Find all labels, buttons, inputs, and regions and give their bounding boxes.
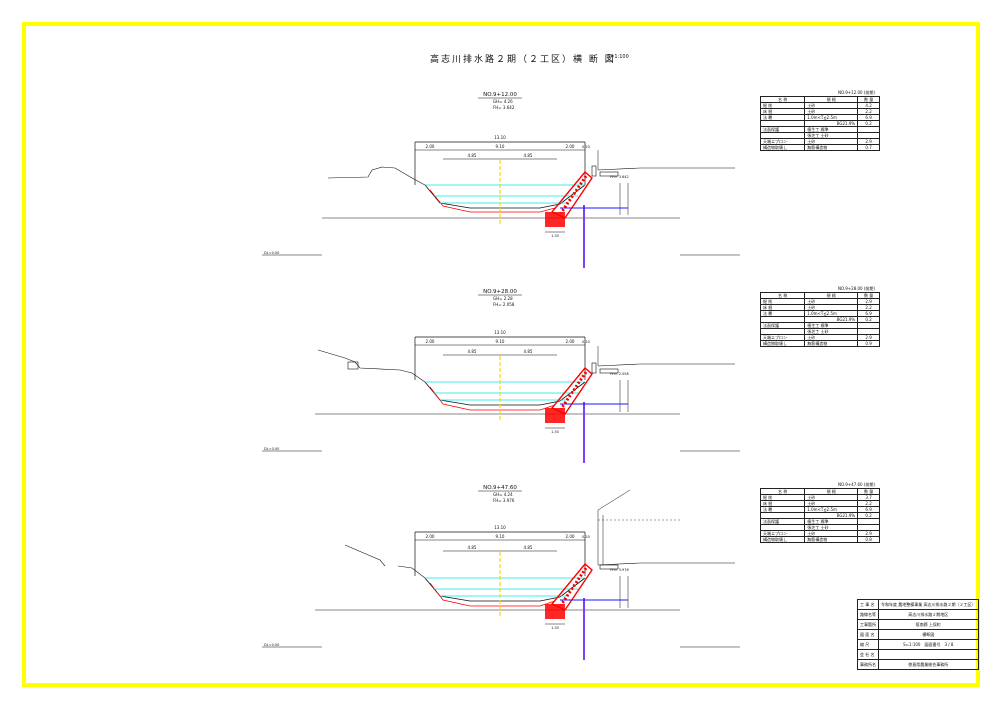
cross-section-2: NO.9+28.00 GH= 2.28 FH= 2.058 13.10 2.00… (262, 289, 740, 463)
sheet-title: 高志川排水路２期（２工区）横 断 図 (430, 55, 616, 65)
table-cell: 構造物取壊し (759, 340, 806, 347)
dim-bottom: 1.30 (551, 430, 559, 434)
dim-left: 2.00 (426, 534, 435, 539)
title-block-key: 会 社 名 (857, 649, 879, 660)
title-block-key: 路線名等 (857, 609, 879, 620)
title-block-row: 工 事 名令和年度 農地整備事業 高志川排水路２期（２工区） (857, 599, 979, 610)
title-block-value (878, 649, 979, 660)
sheet-scale: S=1:100 (607, 54, 629, 60)
level-tag: FH= 3.976 (610, 568, 629, 572)
dim-half-left: 4.85 (468, 545, 477, 550)
table-cell: 0.8 (857, 536, 880, 543)
cross-section-3: NO.9+47.60 GH= 4.24 FH= 3.976 13.10 2.00… (262, 485, 740, 660)
table-cell: 無筋構造物 (804, 144, 859, 151)
table-cell: 無筋構造物 (804, 340, 859, 347)
title-block-value: S=1:100 図面番号 3 / 8 (878, 639, 979, 650)
title-block-value: 横断図 (878, 629, 979, 640)
dim-right-sub: 0.20 (582, 535, 590, 539)
formation-height: FH= 3.642 (493, 105, 515, 110)
dim-bottom: 1.30 (551, 234, 559, 238)
level-tag: FH= 2.058 (610, 372, 629, 376)
title-block-value: 徳島県農業総合事務所 (878, 659, 979, 670)
title-block-key: 事務所名 (857, 659, 879, 670)
dim-right: 2.00 (566, 144, 575, 149)
ground-height: GH= 4.26 (493, 99, 513, 104)
table-row: 名 称規 格数 量 (759, 96, 880, 103)
dim-total: 13.10 (494, 330, 506, 335)
dim-right: 2.00 (566, 534, 575, 539)
dim-mid: 9.10 (496, 339, 505, 344)
dim-half-right: 4.85 (524, 349, 533, 354)
quantity-table-caption: NO.9+12.00 (前期) (838, 90, 875, 95)
level-tag: FH= 3.642 (610, 175, 629, 179)
quantity-table-caption: NO.9+47.60 (前期) (838, 482, 875, 487)
table-cell: 0.9 (857, 340, 880, 347)
dim-left: 2.00 (426, 339, 435, 344)
dim-total: 13.10 (494, 525, 506, 530)
table-cell: 0.7 (857, 144, 880, 151)
title-block-value: 令和年度 農地整備事業 高志川排水路２期（２工区） (878, 599, 979, 610)
table-cell: 構造物取壊し (759, 144, 806, 151)
title-block-value: 高志川排水路２期地区 (878, 609, 979, 620)
ground-height: GH= 4.24 (493, 492, 513, 497)
dim-left: 2.00 (426, 144, 435, 149)
title-block-row: 路線名等高志川排水路２期地区 (857, 609, 979, 620)
quantity-table-caption: NO.9+28.00 (前期) (838, 286, 875, 291)
title-block-key: 工事箇所 (857, 619, 879, 630)
title-block-key: 縮 尺 (857, 639, 879, 650)
title-block-key: 工 事 名 (857, 599, 879, 610)
station-label: NO.9+47.60 (483, 485, 517, 491)
sheet-border (22, 22, 980, 687)
dim-half-left: 4.85 (468, 349, 477, 354)
datum-label: DL=0.00 (264, 251, 279, 255)
dim-right-sub: 0.20 (582, 340, 590, 344)
title-block: 工 事 名令和年度 農地整備事業 高志川排水路２期（２工区）路線名等高志川排水路… (857, 599, 979, 670)
cross-section-1: NO.9+12.00 GH= 4.26 FH= 3.642 13.10 2.00… (262, 92, 740, 268)
title-block-value: 阪南郡 上俣町 (878, 619, 979, 630)
table-cell: 構造物取壊し (759, 536, 806, 543)
station-label: NO.9+12.00 (483, 92, 517, 98)
dim-mid: 9.10 (496, 534, 505, 539)
dim-total: 13.10 (494, 135, 506, 140)
title-block-row: 工事箇所阪南郡 上俣町 (857, 619, 979, 630)
table-cell: 無筋構造物 (804, 536, 859, 543)
formation-height: FH= 3.976 (493, 498, 515, 503)
station-label: NO.9+28.00 (483, 289, 517, 295)
dim-mid: 9.10 (496, 144, 505, 149)
datum-label: DL=0.00 (264, 643, 279, 647)
dim-bottom: 1.30 (551, 626, 559, 630)
dim-half-right: 4.85 (524, 545, 533, 550)
ground-height: GH= 2.28 (493, 296, 513, 301)
formation-height: FH= 2.058 (493, 302, 515, 307)
title-block-row: 会 社 名 (857, 649, 979, 660)
dim-right: 2.00 (566, 339, 575, 344)
title-block-key: 図 面 名 (857, 629, 879, 640)
datum-label: DL=0.00 (264, 447, 279, 451)
title-block-row: 事務所名徳島県農業総合事務所 (857, 659, 979, 670)
title-block-row: 図 面 名横断図 (857, 629, 979, 640)
dim-half-left: 4.85 (468, 153, 477, 158)
dim-right-sub: 0.20 (582, 145, 590, 149)
dim-half-right: 4.85 (524, 153, 533, 158)
